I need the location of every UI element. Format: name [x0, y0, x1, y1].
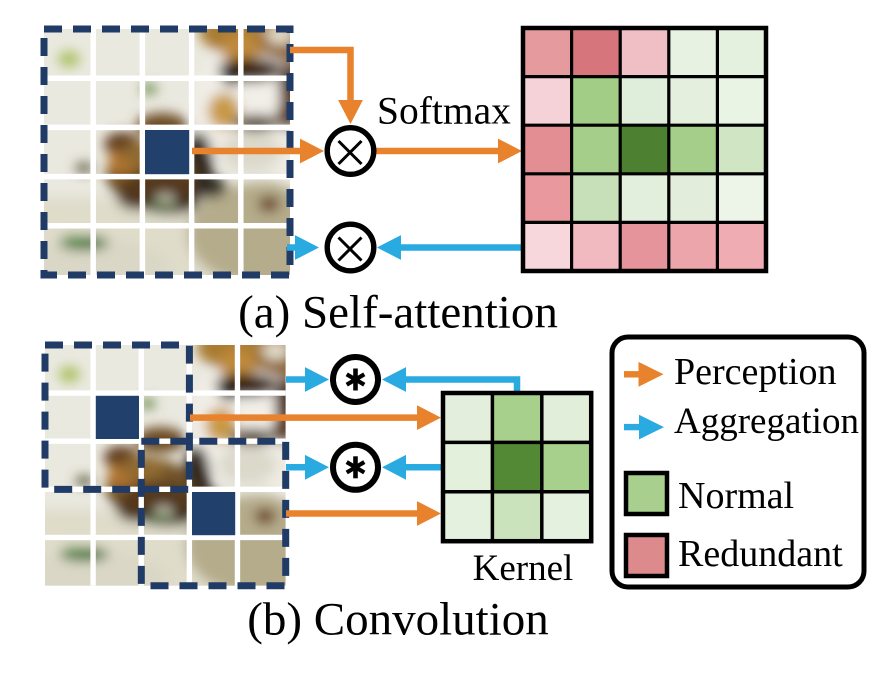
svg-text:Kernel: Kernel: [473, 548, 574, 589]
svg-text:Perception: Perception: [674, 351, 837, 393]
svg-text:(b) Convolution: (b) Convolution: [247, 594, 549, 646]
svg-text:Aggregation: Aggregation: [674, 401, 859, 442]
svg-text:Normal: Normal: [678, 475, 794, 517]
svg-text:(a) Self-attention: (a) Self-attention: [238, 287, 558, 339]
svg-text:Softmax: Softmax: [377, 89, 511, 133]
svg-text:Redundant: Redundant: [678, 533, 843, 575]
